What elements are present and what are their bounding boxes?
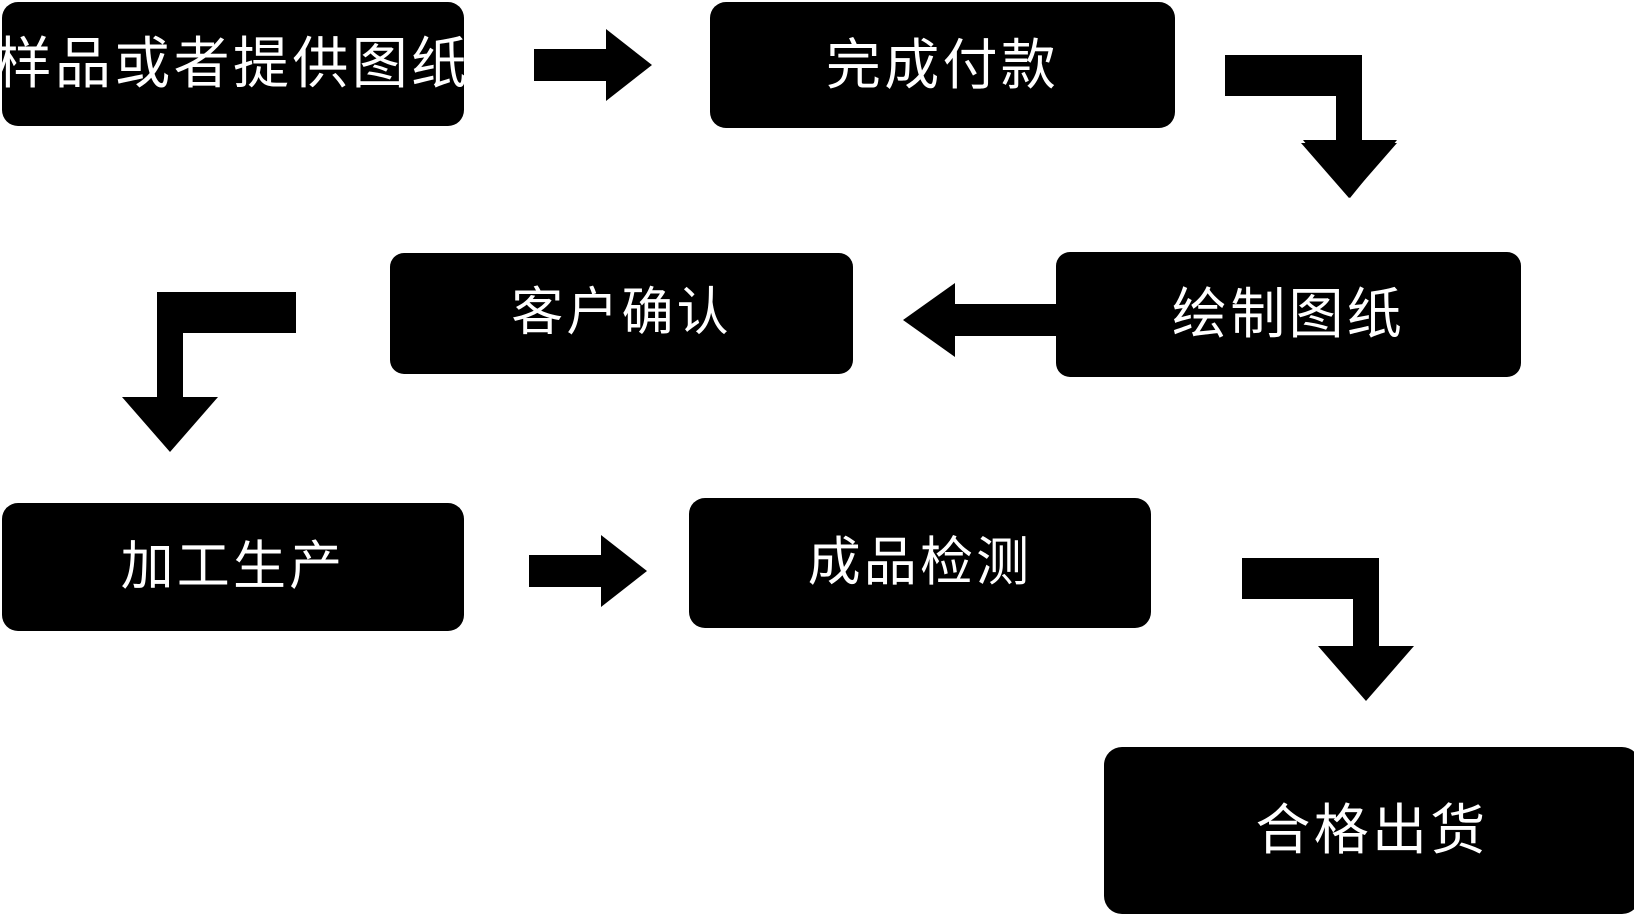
elbow-left-down-icon — [116, 292, 296, 452]
node-confirm-label: 客户确认 — [511, 283, 732, 342]
node-ship[interactable]: 合格出货 — [1104, 747, 1634, 914]
node-drawing-label: 绘制图纸 — [1171, 283, 1406, 346]
elbow-right-down-icon — [1242, 538, 1417, 701]
node-inspect-label: 成品检测 — [807, 532, 1033, 592]
node-produce-label: 加工生产 — [120, 536, 346, 596]
arrow-right-icon — [534, 29, 652, 101]
node-inspect[interactable]: 成品检测 — [689, 498, 1151, 628]
elbow-right-down-icon — [1225, 35, 1434, 198]
arrow-right-icon — [529, 535, 647, 607]
node-confirm[interactable]: 客户确认 — [390, 253, 853, 374]
node-sample[interactable]: 样品或者提供图纸 — [0, 2, 467, 126]
node-drawing[interactable]: 绘制图纸 — [1056, 252, 1521, 377]
node-ship-label: 合格出货 — [1255, 799, 1489, 862]
node-sample-label: 样品或者提供图纸 — [0, 32, 471, 96]
node-payment-label: 完成付款 — [825, 33, 1060, 96]
arrow-left-icon — [903, 283, 1058, 357]
node-payment[interactable]: 完成付款 — [710, 2, 1175, 128]
node-produce[interactable]: 加工生产 — [2, 503, 464, 631]
